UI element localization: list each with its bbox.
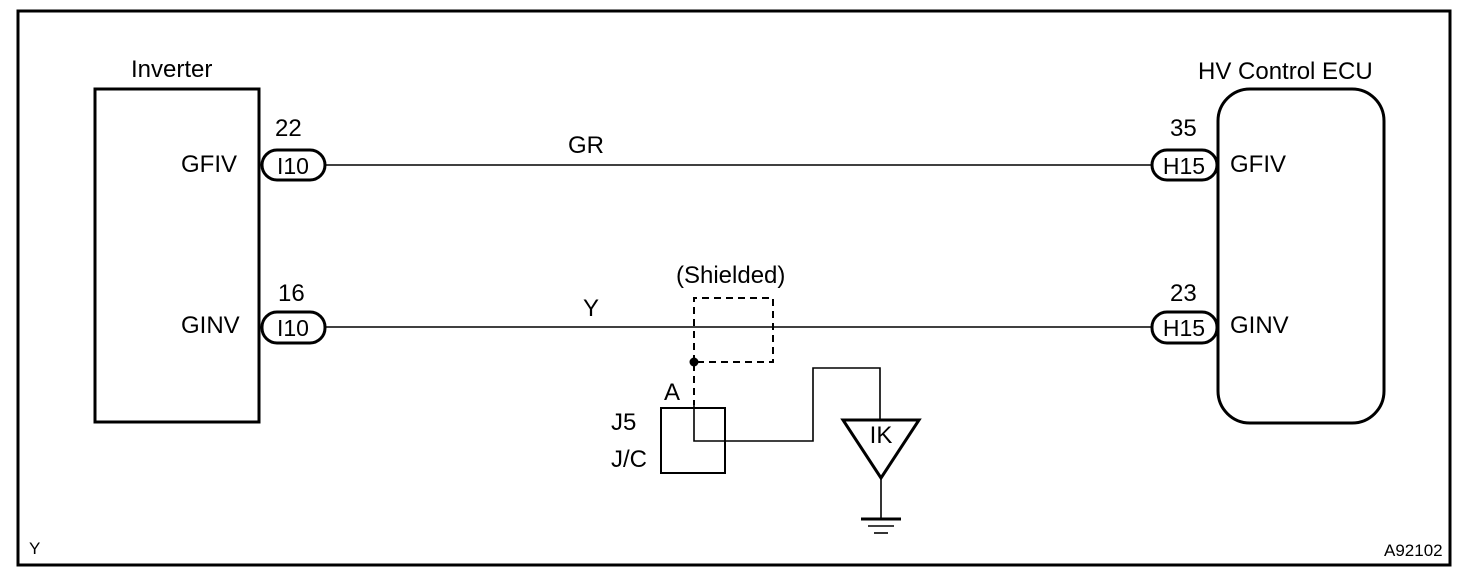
shield-pin-label: A — [664, 379, 680, 406]
shield: (Shielded) A — [664, 262, 785, 406]
figure-id: A92102 — [1384, 541, 1443, 560]
junction-type: J/C — [611, 446, 647, 473]
wire-ginv-right-connector — [1150, 310, 1219, 345]
inverter-pin-gfiv-label: GFIV — [181, 151, 237, 178]
ecu-pin-gfiv-label: GFIV — [1230, 151, 1286, 178]
wire-gfiv-color: GR — [568, 132, 604, 159]
wire-gfiv-left-connector — [260, 148, 327, 182]
ground-label: IK — [870, 422, 893, 449]
shield-dashed-outline — [693, 297, 774, 405]
shield-drain-dot — [689, 357, 699, 367]
inverter-pin-ginv-label: GINV — [181, 312, 240, 339]
wire-ginv-left-pin: 16 — [278, 280, 305, 307]
wire-ginv-right-connector-label: H15 — [1163, 315, 1205, 341]
junction-to-ground-wire — [693, 367, 881, 442]
wire-gfiv-right-connector-label: H15 — [1163, 153, 1205, 179]
inverter-title: Inverter — [131, 56, 212, 83]
inverter-box — [93, 87, 261, 424]
wire-ginv: Y 16 I10 23 H15 — [260, 280, 1219, 345]
ground-triangle — [840, 418, 922, 481]
shield-label: (Shielded) — [676, 262, 785, 289]
ecu-box — [1216, 87, 1386, 425]
wire-gfiv-left-connector-label: I10 — [277, 153, 309, 179]
junction-connector: J5 J/C — [611, 367, 881, 474]
wire-ginv-color: Y — [583, 295, 599, 322]
wire-ginv-left-connector — [260, 310, 327, 345]
wire-ginv-left-connector-label: I10 — [277, 315, 309, 341]
junction-id: J5 — [611, 409, 636, 436]
wire-gfiv-left-pin: 22 — [275, 115, 302, 142]
ecu-title: HV Control ECU — [1198, 58, 1373, 85]
wire-gfiv: GR 22 I10 35 H15 — [260, 115, 1219, 182]
ecu-pin-ginv-label: GINV — [1230, 312, 1289, 339]
ground-point: IK — [840, 418, 922, 534]
wire-gfiv-right-connector — [1150, 148, 1219, 182]
wire-ginv-right-pin: 23 — [1170, 280, 1197, 307]
diagram-frame — [16, 9, 1452, 567]
footer-left-code: Y — [29, 539, 40, 558]
wire-gfiv-right-pin: 35 — [1170, 115, 1197, 142]
